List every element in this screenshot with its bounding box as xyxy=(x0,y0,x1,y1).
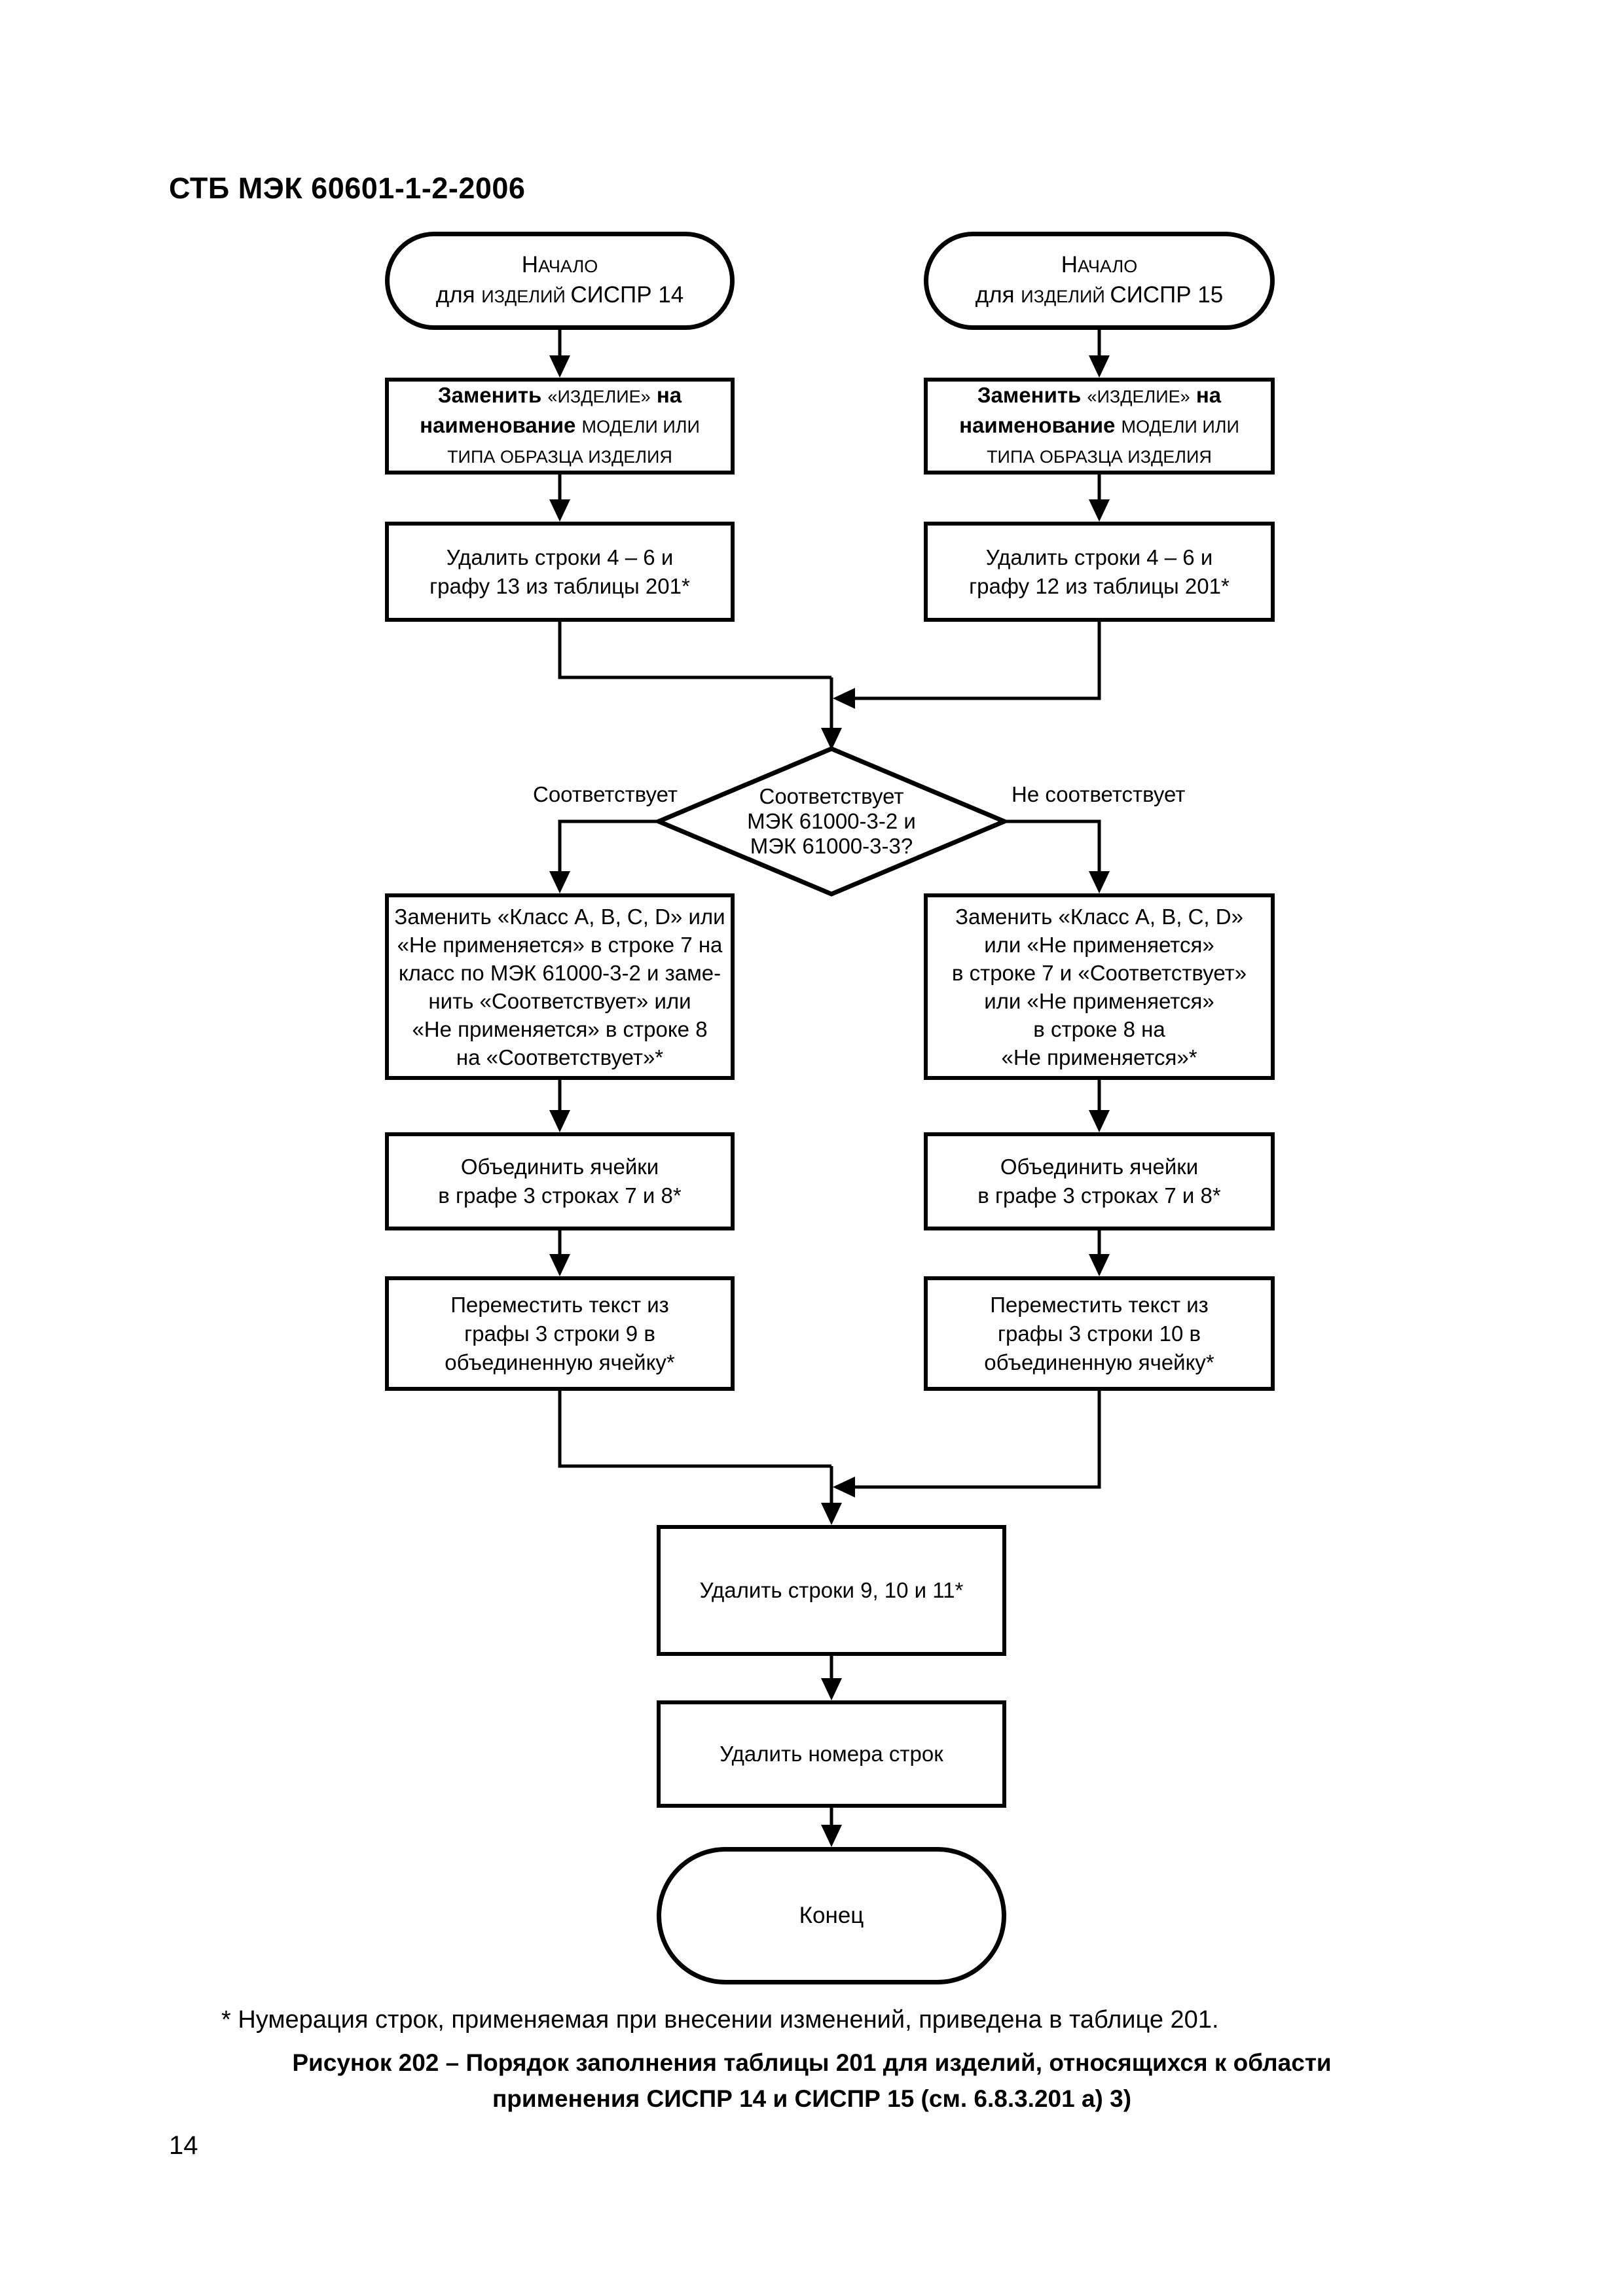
connector-merge-bottom-right xyxy=(854,1391,1101,1489)
process-move-text-right: Переместить текст из графы 3 строки 10 в о… xyxy=(924,1276,1275,1391)
process-replace-class-right: Заменить «Класс А, В, С, D» или «Не приме… xyxy=(924,893,1275,1080)
node-text-line: Объединить ячейки xyxy=(1000,1155,1199,1179)
footnote: * Нумерация строк, применяемая при внесе… xyxy=(221,2006,1219,2034)
terminator-end: Конец xyxy=(657,1847,1006,1984)
terminator-start-cispr14: НАЧАЛО для ИЗДЕЛИЙ СИСПР 14 xyxy=(385,232,735,330)
process-replace-product-left: Заменить «ИЗДЕЛИЕ» на наименование МОДЕЛИ… xyxy=(385,378,735,475)
node-text-line: класс по МЭК 61000-3-2 и заме- xyxy=(398,960,721,985)
node-text-line: «Не применяется» в строке 7 на xyxy=(397,932,723,957)
node-text-line: ТИПА ОБРАЗЦА ИЗДЕЛИЯ xyxy=(987,447,1212,467)
node-text-line: Удалить строки 4 – 6 и xyxy=(446,545,674,569)
node-text-line: НАЧАЛО xyxy=(521,252,598,278)
node-text-line: графу 12 из таблицы 201* xyxy=(969,573,1230,598)
process-delete-row-numbers: Удалить номера строк xyxy=(657,1700,1006,1808)
node-text-line: Переместить текст из xyxy=(990,1292,1209,1317)
arrowhead-into-delete-rows xyxy=(821,1503,842,1525)
page-title: СТБ МЭК 60601-1-2-2006 xyxy=(169,171,526,205)
connector-merge-top-left xyxy=(558,622,831,679)
process-delete-rows-9-10-11: Удалить строки 9, 10 и 11* xyxy=(657,1525,1006,1656)
node-text-line: Заменить «Класс А, В, С, D» или xyxy=(394,904,725,929)
node-text-line: НАЧАЛО xyxy=(1061,252,1138,278)
process-replace-class-left: Заменить «Класс А, В, С, D» или «Не приме… xyxy=(385,893,735,1080)
node-text-line: Заменить «ИЗДЕЛИЕ» на xyxy=(437,383,682,407)
node-text-line: в строке 7 и «Соответствует» xyxy=(951,960,1247,985)
node-text-line: или «Не применяется» xyxy=(984,932,1214,957)
node-text-line: графы 3 строки 10 в xyxy=(997,1321,1201,1346)
arrowhead-into-end xyxy=(821,1825,842,1847)
node-text-line: для ИЗДЕЛИЙ СИСПР 15 xyxy=(975,282,1224,308)
page-number: 14 xyxy=(169,2131,198,2160)
node-text-line: Заменить «ИЗДЕЛИЕ» на xyxy=(977,383,1222,407)
node-text-line: на «Соответствует»* xyxy=(456,1045,664,1069)
arrowhead-into-delete-numbers xyxy=(821,1678,842,1700)
node-text-line: для ИЗДЕЛИЙ СИСПР 14 xyxy=(435,282,684,308)
connector-branch-yes xyxy=(558,819,659,874)
figure-caption-line1: Рисунок 202 – Порядок заполнения таблицы… xyxy=(292,2049,1332,2076)
node-text-line: Заменить «Класс А, В, С, D» xyxy=(955,904,1243,929)
arrowhead-mergecells-right xyxy=(1089,1254,1110,1276)
node-text-line: или «Не применяется» xyxy=(984,988,1214,1013)
node-text-line: объединенную ячейку* xyxy=(984,1350,1214,1374)
process-merge-cells-right: Объединить ячейки в графе 3 строках 7 и 8… xyxy=(924,1132,1275,1230)
node-text-line: Удалить строки 4 – 6 и xyxy=(985,545,1213,569)
figure-caption-line2: применения СИСПР 14 и СИСПР 15 (см. 6.8.… xyxy=(492,2085,1132,2112)
node-text-line: Переместить текст из xyxy=(450,1292,669,1317)
connector-merge-top-right xyxy=(854,622,1101,700)
figure-caption: Рисунок 202 – Порядок заполнения таблицы… xyxy=(196,2045,1427,2117)
arrowhead-branch-no xyxy=(1089,871,1110,893)
node-text-line: Удалить строки 9, 10 и 11* xyxy=(699,1578,964,1602)
node-text-line: графы 3 строки 9 в xyxy=(464,1321,655,1346)
arrowhead-start-right xyxy=(1089,355,1110,378)
arrowhead-class-right xyxy=(1089,1110,1110,1132)
decision-diamond xyxy=(652,746,1011,897)
connector-merge-bottom-left xyxy=(558,1391,831,1468)
node-text-line: в графе 3 строках 7 и 8* xyxy=(977,1183,1221,1208)
node-text-line: МЭК 61000-3-2 и xyxy=(747,809,916,833)
node-text-line: нить «Соответствует» или xyxy=(428,988,691,1013)
branch-label-complies: Соответствует xyxy=(532,782,678,806)
process-replace-product-right: Заменить «ИЗДЕЛИЕ» на наименование МОДЕЛИ… xyxy=(924,378,1275,475)
node-text-line: МЭК 61000-3-3? xyxy=(750,834,913,858)
arrowhead-merge-top xyxy=(833,688,855,709)
arrowhead-mergecells-left xyxy=(549,1254,570,1276)
terminator-start-cispr15: НАЧАЛО для ИЗДЕЛИЙ СИСПР 15 xyxy=(924,232,1275,330)
node-text-line: объединенную ячейку* xyxy=(445,1350,675,1374)
node-text-line: в графе 3 строках 7 и 8* xyxy=(438,1183,682,1208)
process-move-text-left: Переместить текст из графы 3 строки 9 в об… xyxy=(385,1276,735,1391)
node-text-line: в строке 8 на xyxy=(1033,1016,1165,1041)
arrowhead-branch-yes xyxy=(549,871,570,893)
node-text-line: Удалить номера строк xyxy=(720,1742,943,1766)
arrowhead-start-left xyxy=(549,355,570,378)
arrowhead-into-decision xyxy=(821,728,842,750)
node-text-line: графу 13 из таблицы 201* xyxy=(429,573,690,598)
connector-branch-no xyxy=(1004,819,1101,874)
node-text-line: Объединить ячейки xyxy=(460,1155,659,1179)
node-text-line: «Не применяется»* xyxy=(1001,1045,1197,1069)
branch-label-not-complies: Не соответствует xyxy=(1012,782,1186,806)
node-text-line: Конец xyxy=(799,1903,864,1928)
arrowhead-replace-left xyxy=(549,499,570,522)
node-text-line: наименование МОДЕЛИ ИЛИ xyxy=(420,413,700,437)
process-merge-cells-left: Объединить ячейки в графе 3 строках 7 и 8… xyxy=(385,1132,735,1230)
arrowhead-class-left xyxy=(549,1110,570,1132)
arrowhead-merge-bottom xyxy=(833,1477,855,1498)
node-text-line: наименование МОДЕЛИ ИЛИ xyxy=(959,413,1239,437)
process-delete-rows-right: Удалить строки 4 – 6 и графу 12 из таблиц… xyxy=(924,522,1275,622)
arrowhead-replace-right xyxy=(1089,499,1110,522)
node-text-line: ТИПА ОБРАЗЦА ИЗДЕЛИЯ xyxy=(447,447,672,467)
node-text-line: Соответствует xyxy=(759,784,904,808)
process-delete-rows-left: Удалить строки 4 – 6 и графу 13 из таблиц… xyxy=(385,522,735,622)
node-text-line: «Не применяется» в строке 8 xyxy=(412,1016,708,1041)
